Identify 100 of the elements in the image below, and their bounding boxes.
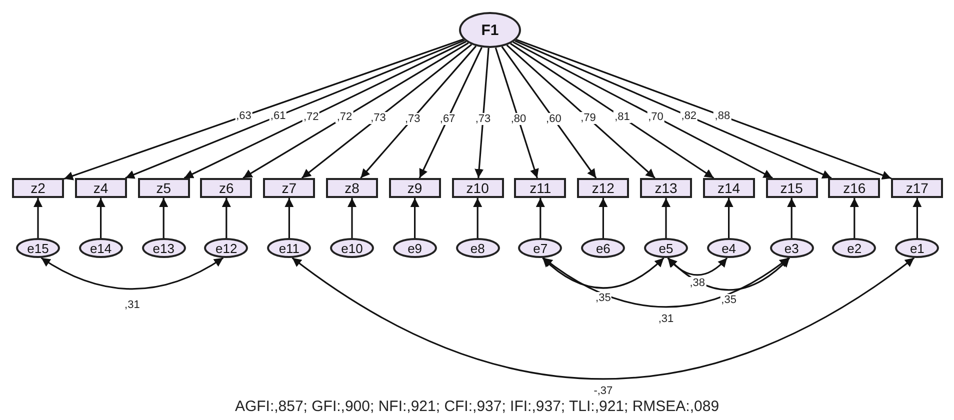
covariance-arrow [668,257,790,291]
indicator-box [200,178,252,198]
arrow [222,198,231,238]
arrow [64,38,464,180]
error-term-ellipse [581,238,626,258]
arrow [284,198,294,238]
indicator-box [138,178,190,198]
edge-label: ,73 [474,113,492,126]
error-term-ellipse [392,238,437,258]
error-term-ellipse [16,238,60,258]
indicator-box [388,178,441,198]
node-label: e6 [596,240,610,256]
arrow [514,40,832,179]
arrow [510,42,714,179]
node-label: z13 [654,180,678,196]
error-term-ellipse [644,238,688,258]
edge-label: ,60 [545,112,562,125]
arrow [34,198,42,238]
error-term-ellipse [142,238,186,258]
edge-label: ,61 [269,110,287,122]
arrow [125,40,465,179]
indicator-box [577,178,630,198]
node-label: e4 [722,240,736,256]
arrow [598,198,608,238]
edge-label: ,79 [580,112,597,124]
node-label: e3 [784,240,799,256]
arrow [787,198,796,238]
edge-label: ,31 [657,312,675,325]
edge-label: ,35 [720,294,738,306]
edge-label: ,72 [302,110,320,123]
arrow [912,198,922,238]
edge-label: ,70 [647,110,664,123]
error-term-ellipse [832,238,876,258]
covariance-arrow [542,257,790,308]
error-term-ellipse [267,238,312,258]
indicator-box [828,178,880,198]
edge-label: ,88 [714,110,732,122]
node-label: e11 [278,240,300,256]
arrow [536,198,545,238]
arrow [474,48,490,178]
error-term-ellipse [456,238,500,258]
node-label: F1 [481,22,499,38]
node-label: z14 [718,180,740,196]
error-term-ellipse [518,238,562,258]
indicator-box [452,178,504,198]
node-label: e12 [216,240,238,256]
error-term-ellipse [895,238,940,258]
covariance-arrow [667,257,728,276]
indicator-box [640,178,692,198]
indicator-box [766,178,818,198]
node-label: z5 [156,180,171,196]
covariance-arrow [292,257,915,380]
arrow [348,198,356,238]
indicator-box [326,178,378,198]
node-label: e13 [152,240,174,256]
node-label: z4 [93,180,108,196]
node-label: z8 [344,180,360,196]
indicator-box [74,178,127,198]
error-term-ellipse [78,238,123,258]
node-label: z10 [466,180,489,196]
node-label: z16 [843,180,866,196]
arrow [724,198,734,238]
covariance-arrow [40,257,224,290]
error-term-ellipse [706,238,751,258]
arrow [473,198,482,238]
edge-label: ,35 [594,292,612,304]
error-term-ellipse [770,238,814,258]
node-label: z12 [592,180,614,196]
arrow [506,44,656,179]
indicator-box [12,178,64,198]
edge-label: -,37 [592,384,614,397]
arrow [184,40,467,179]
arrow [410,198,420,238]
node-label: e8 [470,240,485,256]
edge-label: ,80 [510,113,528,126]
arrow [418,47,482,178]
edge-label: ,81 [614,111,631,124]
edge-label: ,73 [404,112,422,125]
edge-label: ,73 [370,112,387,124]
edge-label: ,67 [438,113,456,126]
edge-label: ,63 [235,110,252,122]
arrow [512,41,773,179]
indicator-box [514,178,566,198]
node-label: z17 [906,180,928,196]
arrow [494,47,539,178]
arrow [96,198,106,238]
node-label: e9 [408,240,422,256]
node-label: z9 [407,180,422,196]
node-label: z2 [30,180,46,196]
indicator-box [263,178,316,198]
covariance-arrow [542,257,664,289]
node-label: z15 [780,180,803,196]
arrow [301,44,472,179]
node-label: e2 [847,240,862,256]
error-term-ellipse [204,238,248,258]
edge-label: ,82 [680,110,698,122]
arrow [159,198,168,238]
node-label: e14 [90,240,112,256]
node-label: z11 [530,180,552,196]
latent-factor-ellipse [459,12,521,48]
